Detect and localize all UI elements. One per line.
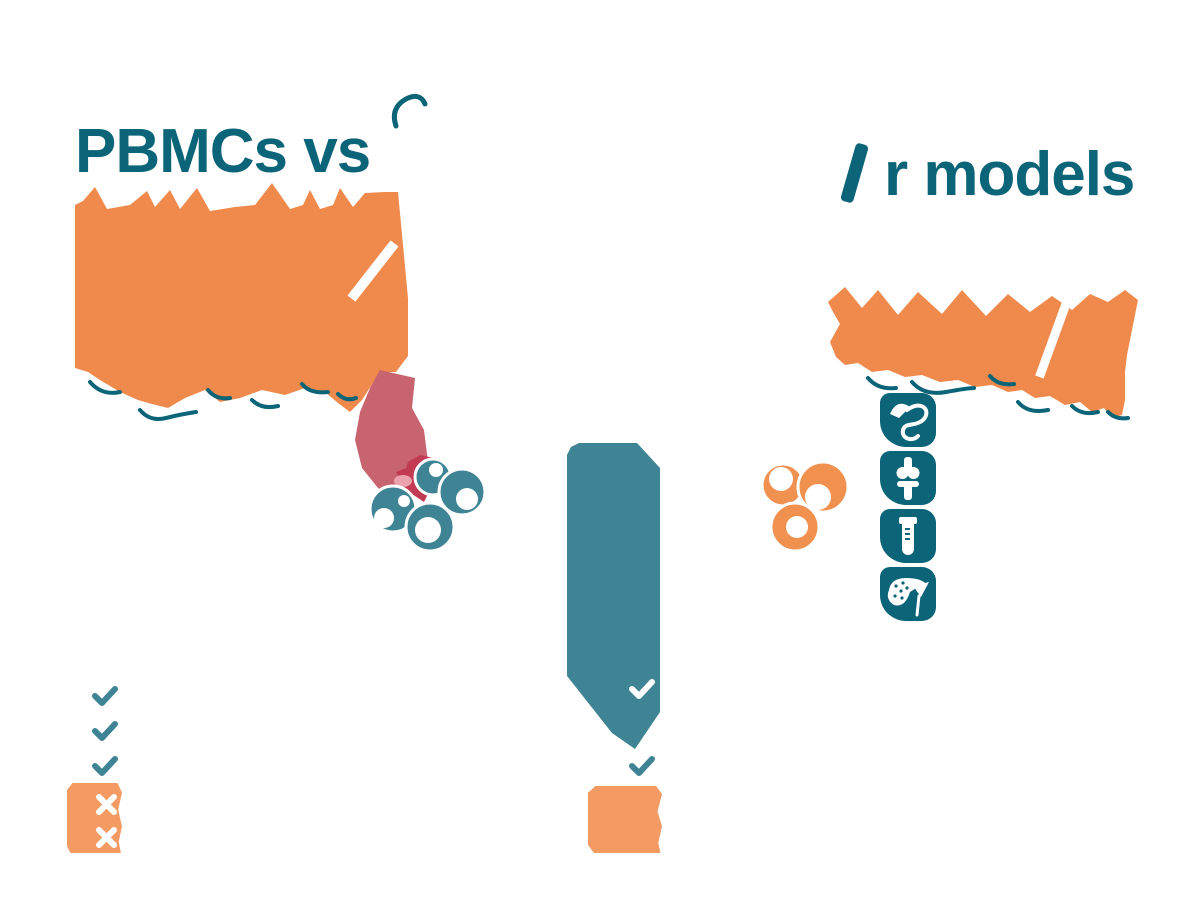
icon-pancreas — [880, 393, 936, 447]
right-text-fragments — [866, 374, 1130, 421]
check-mark — [92, 721, 118, 741]
center-excluded-block — [588, 786, 662, 853]
icon-test-tube — [880, 509, 936, 563]
title-right-fragment: r models — [884, 140, 1135, 209]
check-mark — [629, 679, 655, 699]
left-text-fragments — [88, 380, 358, 421]
text-fragment-curl — [391, 93, 428, 129]
icon-liver — [880, 567, 936, 621]
check-mark — [629, 756, 655, 776]
title-left: PBMCs vs — [75, 117, 371, 186]
cross-mark — [96, 794, 117, 815]
engrafted-cell-cluster — [760, 460, 850, 553]
check-mark — [92, 686, 118, 706]
pbmc-cell-cluster — [368, 457, 487, 553]
check-mark — [92, 756, 118, 776]
icon-bone-joint — [880, 451, 936, 505]
tumor-nucleus — [394, 475, 412, 487]
cross-mark — [96, 827, 117, 848]
